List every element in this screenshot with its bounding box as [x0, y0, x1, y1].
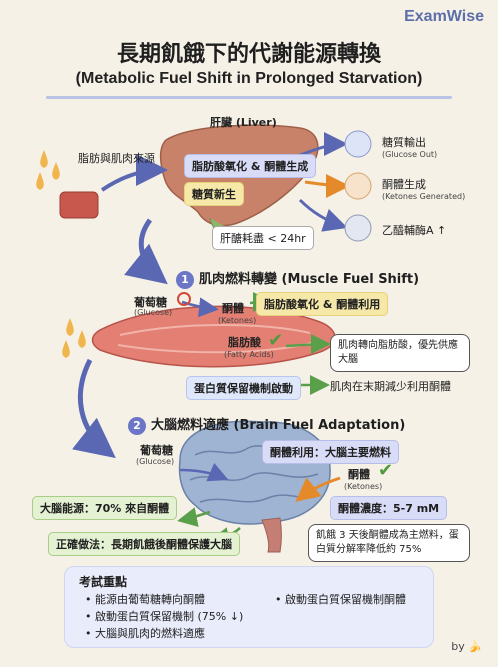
- banana-icon: 🍌: [468, 640, 482, 653]
- exam-item-1: • 能源由葡萄糖轉向酮體: [85, 593, 205, 606]
- footer-by-text: by: [451, 640, 465, 653]
- muscle-fa-en: (Fatty Acids): [224, 350, 274, 359]
- fatty-acid-usage: 脂肪酸氧化 & 酮體利用: [256, 292, 389, 316]
- exam-item-right-1: • 啟動蛋白質保留機制酮體: [275, 593, 406, 606]
- title-underline: [46, 96, 452, 99]
- output-glucose-en: (Glucose Out): [382, 150, 438, 159]
- ketone-concentration-pill: 酮體濃度：5-7 mM: [330, 496, 448, 520]
- checkmark-icon-2: ✔: [378, 460, 394, 481]
- brand-logo: ExamWise: [404, 8, 484, 25]
- acetyl-coa-icon: [344, 214, 372, 242]
- output-ketones-en: (Ketones Generated): [382, 192, 466, 201]
- section-number-1: 1: [176, 271, 194, 289]
- muscle-glucose-zh: 葡萄糖: [134, 296, 167, 309]
- brain-energy-pill: 大腦能源：70% 來自酮體: [32, 496, 178, 520]
- source-label: 脂肪與肌肉來源: [78, 152, 155, 165]
- brain-note-bubble: 飢餓 3 天後酮體成為主燃料，蛋白質分解率降低約 75%: [308, 524, 470, 562]
- exam-item-3-text: 大腦與肌肉的燃料適應: [95, 627, 205, 640]
- protein-sparing-pill: 蛋白質保留機制啟動: [186, 376, 301, 400]
- footer-by: by 🍌: [451, 640, 482, 653]
- page-title: 長期飢餓下的代謝能源轉換: [116, 42, 381, 67]
- exam-title: 考試重點: [79, 575, 128, 589]
- ketone-usage-pill: 酮體利用：大腦主要燃料: [262, 440, 399, 464]
- glycogen-depletion: 肝醣耗盡 < 24hr: [212, 226, 314, 250]
- output-acetyl-coa: 乙醯輔酶A ↑: [382, 224, 447, 237]
- exam-key-points: 考試重點 • 能源由葡萄糖轉向酮體 • 啟動蛋白質保留機制 (75% ↓) • …: [64, 566, 434, 648]
- exam-item-1-text: 能源由葡萄糖轉向酮體: [95, 593, 205, 606]
- blocked-icon: [177, 292, 191, 306]
- ketone-molecule-icon: [344, 172, 372, 200]
- muscle-heading-text: 肌肉燃料轉變 (Muscle Fuel Shift): [199, 272, 420, 287]
- liver-label: 肝臟 (Liver): [210, 116, 277, 129]
- muscle-fa-zh: 脂肪酸: [228, 336, 261, 349]
- muscle-glucose-en: (Glucose): [134, 308, 173, 317]
- liver-process-gluconeogenesis: 糖質新生: [184, 182, 244, 206]
- muscle-tissue-icon: [59, 191, 99, 219]
- brain-glucose-zh: 葡萄糖: [140, 444, 173, 457]
- muscle-ketone-zh: 酮體: [222, 302, 244, 315]
- brain-glucose-en: (Glucose): [136, 457, 175, 466]
- muscle-section-heading: 1 肌肉燃料轉變 (Muscle Fuel Shift): [176, 268, 419, 289]
- page-subtitle: (Metabolic Fuel Shift in Prolonged Starv…: [75, 70, 423, 87]
- brain-heading-text: 大腦燃料適應 (Brain Fuel Adaptation): [151, 418, 406, 433]
- brain-section-heading: 2 大腦燃料適應 (Brain Fuel Adaptation): [128, 414, 405, 435]
- output-glucose-zh: 糖質輸出: [382, 136, 426, 149]
- brain-ketone-en: (Ketones): [344, 482, 383, 491]
- brain-stem: [261, 517, 282, 553]
- checkmark-icon: ✔: [268, 330, 284, 351]
- muscle-note-bubble: 肌肉轉向脂肪酸，優先供應大腦: [330, 334, 470, 372]
- output-ketones-zh: 酮體生成: [382, 178, 426, 191]
- correct-practice-pill: 正確做法：長期飢餓後酮體保護大腦: [48, 532, 240, 556]
- brain-ketone-zh: 酮體: [348, 468, 370, 481]
- liver-process-fatty-acid: 脂肪酸氧化 & 酮體生成: [184, 154, 317, 178]
- exam-item-2-text: 啟動蛋白質保留機制 (75% ↓): [95, 610, 244, 623]
- muscle-ketone-en: (Ketones): [218, 316, 257, 325]
- fat-droplets-icon-2: [62, 318, 86, 358]
- glucose-molecule-icon: [344, 130, 372, 158]
- exam-item-right-1-text: 啟動蛋白質保留機制酮體: [285, 593, 406, 606]
- fat-droplets-icon: [36, 150, 60, 190]
- section-number-2: 2: [128, 417, 146, 435]
- exam-item-3: • 大腦與肌肉的燃料適應: [85, 627, 205, 640]
- exam-item-2: • 啟動蛋白質保留機制 (75% ↓): [85, 610, 244, 623]
- late-stage-note: 肌肉在末期減少利用酮體: [330, 380, 451, 393]
